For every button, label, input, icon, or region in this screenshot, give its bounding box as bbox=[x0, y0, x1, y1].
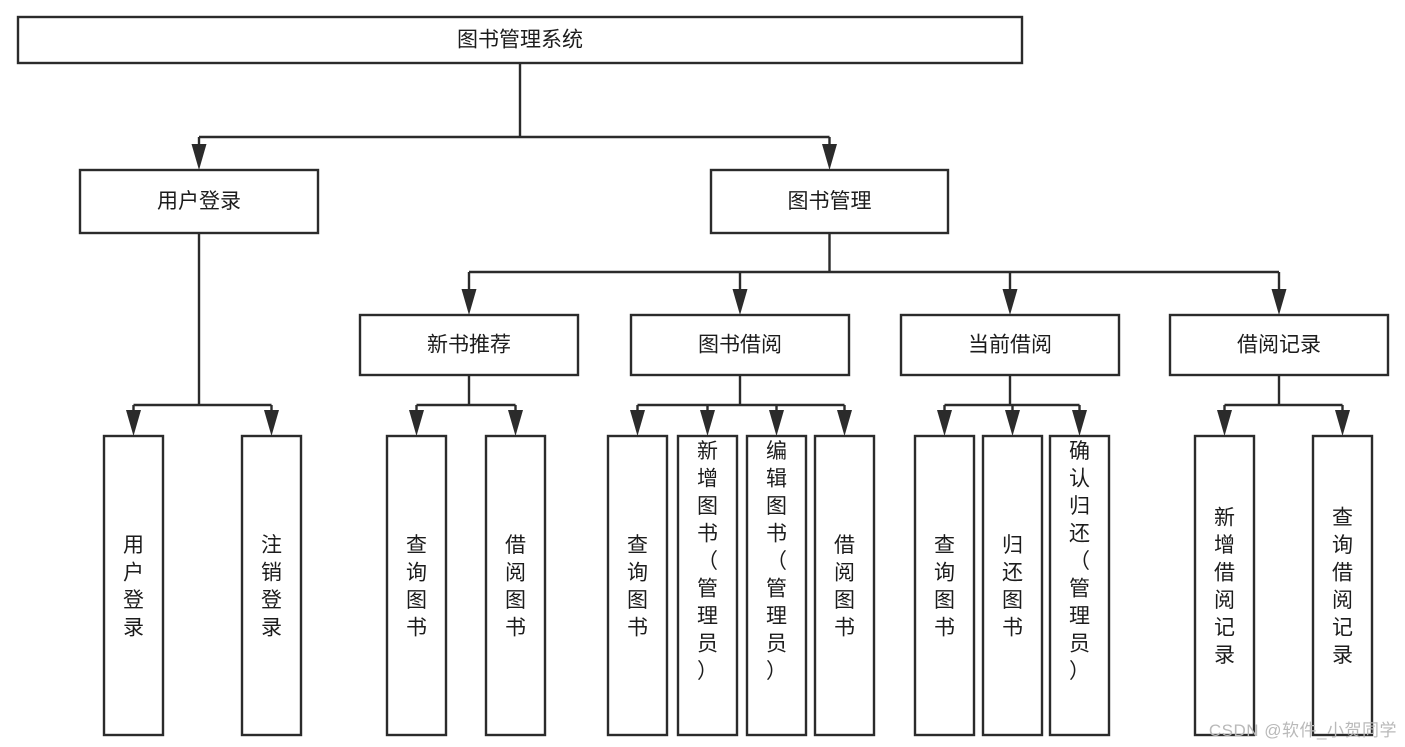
node-box bbox=[484, 434, 547, 737]
node-label: 确认归还（管理员） bbox=[1069, 440, 1090, 683]
node-label: 当前借阅 bbox=[968, 334, 1052, 357]
arrow-head-icon bbox=[1005, 410, 1020, 436]
arrow-head-icon bbox=[1002, 289, 1018, 315]
arrow-head-icon bbox=[1217, 410, 1232, 436]
node-box bbox=[1193, 434, 1256, 737]
node-box bbox=[1311, 434, 1374, 737]
node-new-book-recommend[interactable]: 新书推荐 bbox=[358, 313, 580, 377]
arrow-head-icon bbox=[769, 410, 784, 436]
node-box bbox=[102, 434, 165, 737]
node-label: 新增图书（管理员） bbox=[697, 440, 718, 683]
node-label: 借阅图书 bbox=[834, 534, 855, 640]
watermark-label: CSDN @软件_小贺同学 bbox=[1208, 721, 1397, 740]
arrow-head-icon bbox=[264, 410, 279, 436]
node-box bbox=[813, 434, 876, 737]
node-box bbox=[78, 168, 320, 235]
arrow-head-icon bbox=[1335, 410, 1350, 436]
node-layer: 图书管理系统用户登录图书管理新书推荐图书借阅当前借阅借阅记录用户登录注销登录查询… bbox=[16, 15, 1390, 737]
node-leaf-user-login[interactable]: 用户登录 bbox=[102, 434, 165, 737]
arrow-head-icon bbox=[1072, 410, 1087, 436]
node-box bbox=[1168, 313, 1390, 377]
arrow-head-icon bbox=[409, 410, 424, 436]
arrow-head-icon bbox=[126, 410, 141, 436]
arrow-head-icon bbox=[822, 144, 837, 170]
arrow-head-icon bbox=[732, 289, 748, 315]
node-label: 新书推荐 bbox=[427, 334, 511, 357]
node-box bbox=[606, 434, 669, 737]
node-leaf-add-borrow-record[interactable]: 新增借阅记录 bbox=[1193, 434, 1256, 737]
node-label: 注销登录 bbox=[261, 534, 282, 640]
node-leaf-logout-login[interactable]: 注销登录 bbox=[240, 434, 303, 737]
node-label: 查询借阅记录 bbox=[1332, 506, 1353, 667]
node-leaf-borrow-book-1[interactable]: 借阅图书 bbox=[484, 434, 547, 737]
node-user-login[interactable]: 用户登录 bbox=[78, 168, 320, 235]
node-root[interactable]: 图书管理系统 bbox=[16, 15, 1024, 65]
node-leaf-edit-book-admin[interactable]: 编辑图书（管理员） bbox=[745, 434, 808, 737]
node-box bbox=[981, 434, 1044, 737]
node-box bbox=[629, 313, 851, 377]
node-box bbox=[913, 434, 976, 737]
node-label: 借阅图书 bbox=[505, 534, 526, 640]
node-leaf-query-borrow-record[interactable]: 查询借阅记录 bbox=[1311, 434, 1374, 737]
arrow-head-icon bbox=[700, 410, 715, 436]
node-label: 查询图书 bbox=[627, 534, 648, 640]
node-box bbox=[709, 168, 950, 235]
arrow-head-icon bbox=[937, 410, 952, 436]
node-label: 图书借阅 bbox=[698, 334, 782, 357]
node-label: 用户登录 bbox=[123, 534, 144, 640]
node-label: 查询图书 bbox=[934, 534, 955, 640]
node-label: 归还图书 bbox=[1002, 534, 1023, 640]
node-leaf-query-book-2[interactable]: 查询图书 bbox=[606, 434, 669, 737]
connector-layer bbox=[126, 63, 1350, 436]
node-box bbox=[385, 434, 448, 737]
node-box bbox=[899, 313, 1121, 377]
node-current-borrow[interactable]: 当前借阅 bbox=[899, 313, 1121, 377]
node-label: 图书管理 bbox=[788, 190, 872, 213]
node-box bbox=[358, 313, 580, 377]
node-box bbox=[16, 15, 1024, 65]
node-label: 用户登录 bbox=[157, 190, 241, 213]
arrow-head-icon bbox=[191, 144, 207, 170]
node-borrow-record[interactable]: 借阅记录 bbox=[1168, 313, 1390, 377]
node-box bbox=[745, 434, 808, 737]
node-leaf-borrow-book-2[interactable]: 借阅图书 bbox=[813, 434, 876, 737]
node-leaf-confirm-return-admin[interactable]: 确认归还（管理员） bbox=[1048, 434, 1111, 737]
node-leaf-return-book[interactable]: 归还图书 bbox=[981, 434, 1044, 737]
node-book-manage[interactable]: 图书管理 bbox=[709, 168, 950, 235]
arrow-head-icon bbox=[508, 410, 523, 436]
arrow-head-icon bbox=[837, 410, 852, 436]
node-box bbox=[240, 434, 303, 737]
node-label: 新增借阅记录 bbox=[1214, 506, 1235, 667]
node-label: 借阅记录 bbox=[1237, 334, 1321, 357]
node-leaf-query-book-1[interactable]: 查询图书 bbox=[385, 434, 448, 737]
arrow-head-icon bbox=[1271, 289, 1287, 315]
node-box bbox=[1048, 434, 1111, 737]
node-label: 查询图书 bbox=[406, 534, 427, 640]
node-box bbox=[676, 434, 739, 737]
node-leaf-add-book-admin[interactable]: 新增图书（管理员） bbox=[676, 434, 739, 737]
node-label: 图书管理系统 bbox=[457, 29, 583, 52]
node-leaf-query-book-3[interactable]: 查询图书 bbox=[913, 434, 976, 737]
arrow-head-icon bbox=[461, 289, 477, 315]
node-book-borrow[interactable]: 图书借阅 bbox=[629, 313, 851, 377]
node-label: 编辑图书（管理员） bbox=[766, 440, 787, 683]
arrow-head-icon bbox=[630, 410, 645, 436]
